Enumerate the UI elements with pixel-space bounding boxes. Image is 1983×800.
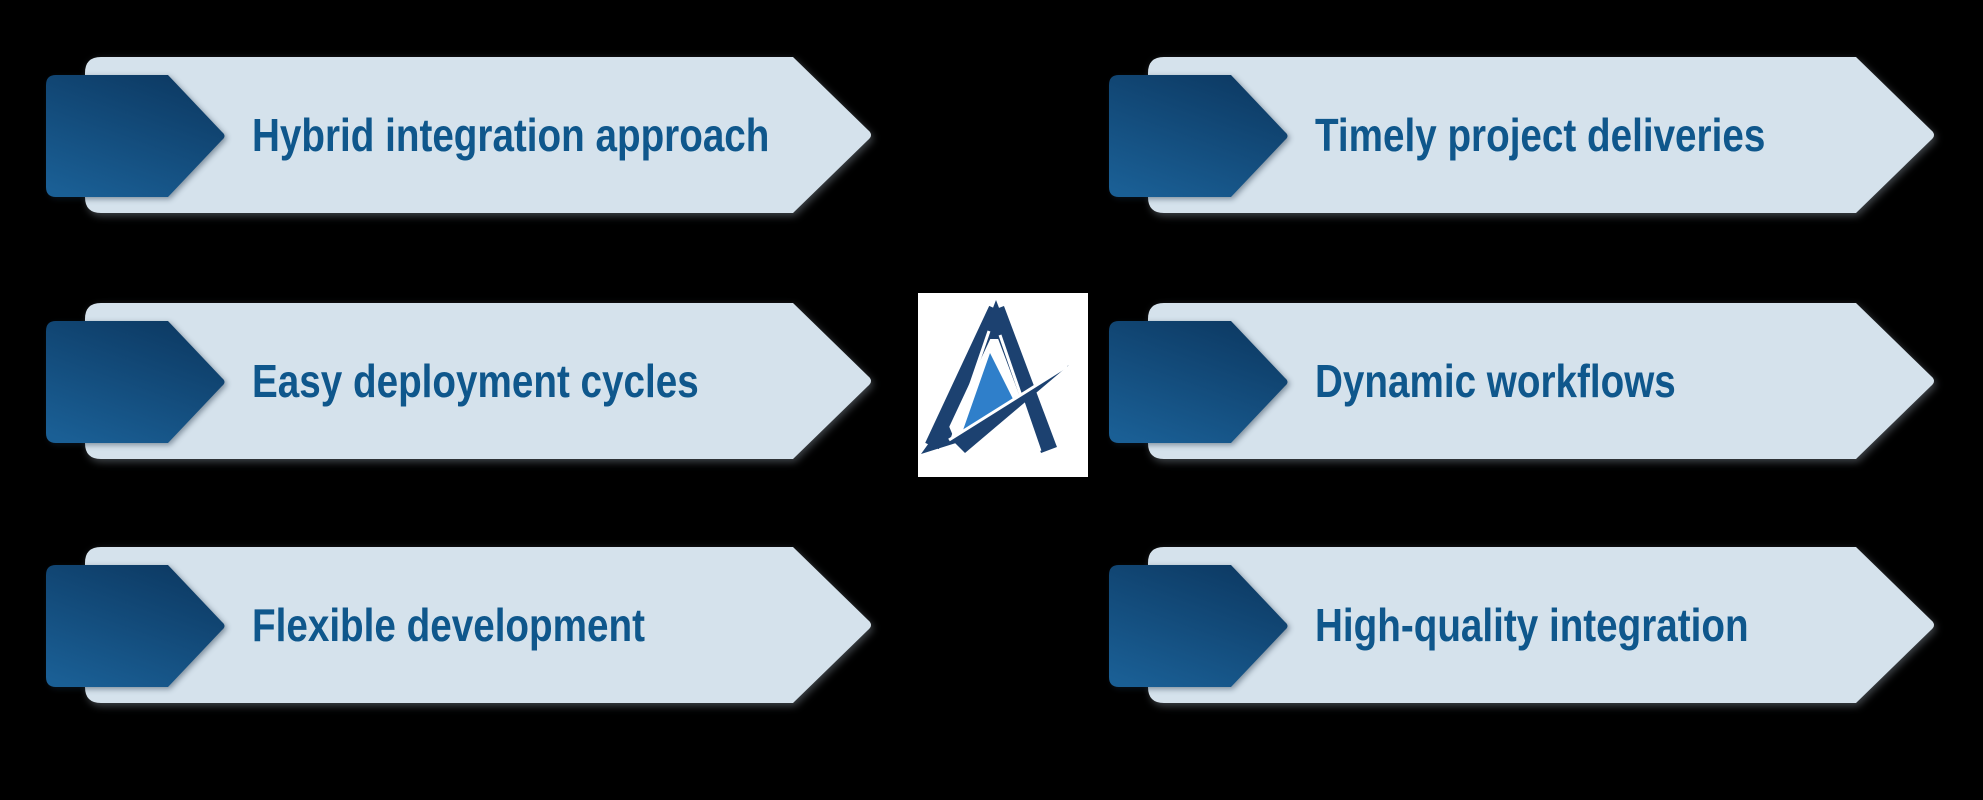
banner-arrow-shape	[1148, 303, 1934, 459]
banner-arrow-shape	[1148, 57, 1934, 213]
company-logo	[918, 293, 1088, 477]
feature-banner-flexible-development: Flexible development	[46, 547, 875, 703]
dark-chevron-icon	[46, 75, 225, 197]
feature-banner-dynamic-workflows: Dynamic workflows	[1109, 303, 1938, 459]
banner-label: Dynamic workflows	[1315, 355, 1676, 407]
banner-arrow-shape	[1148, 547, 1934, 703]
banner-arrow-shape	[85, 547, 871, 703]
letter-a-logo-icon	[918, 293, 1088, 477]
banner-label: Flexible development	[252, 599, 645, 651]
banner-label: High-quality integration	[1315, 599, 1749, 651]
banner-arrow-shape	[85, 303, 871, 459]
banner-label: Easy deployment cycles	[252, 355, 699, 407]
banner-arrow-shape	[85, 57, 871, 213]
banner-label: Hybrid integration approach	[252, 109, 770, 161]
feature-banner-timely-deliveries: Timely project deliveries	[1109, 57, 1938, 213]
dark-chevron-icon	[1109, 321, 1288, 443]
dark-chevron-icon	[46, 321, 225, 443]
feature-banner-hybrid-integration: Hybrid integration approach	[46, 57, 875, 213]
dark-chevron-icon	[1109, 75, 1288, 197]
dark-chevron-icon	[46, 565, 225, 687]
banner-label: Timely project deliveries	[1315, 109, 1766, 161]
feature-banner-easy-deployment: Easy deployment cycles	[46, 303, 875, 459]
feature-banner-high-quality-integration: High-quality integration	[1109, 547, 1938, 703]
dark-chevron-icon	[1109, 565, 1288, 687]
